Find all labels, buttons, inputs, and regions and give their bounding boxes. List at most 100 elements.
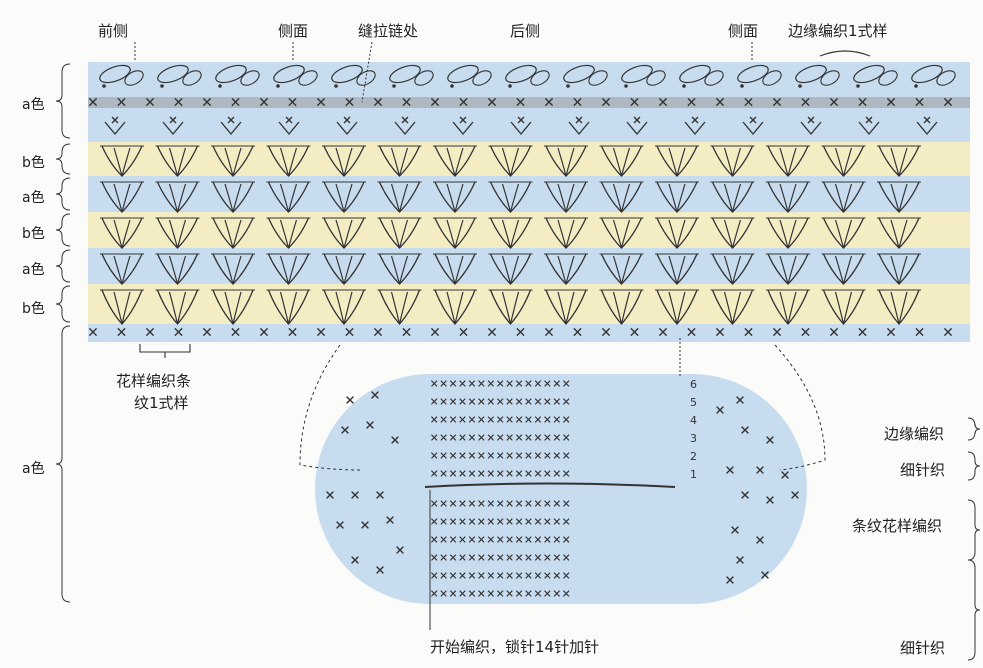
fan-stitch bbox=[454, 183, 464, 213]
fan-stitch bbox=[612, 183, 623, 213]
fan-stitch bbox=[454, 147, 464, 177]
dot-mark bbox=[218, 84, 222, 88]
sc-stitch bbox=[386, 516, 394, 524]
fan-stitch bbox=[446, 255, 456, 285]
shell-stitch bbox=[936, 70, 956, 86]
fan-stitch bbox=[767, 253, 809, 285]
fan-stitch bbox=[446, 219, 456, 249]
fan-stitch bbox=[842, 219, 853, 249]
v-stitch bbox=[800, 121, 822, 136]
fan-stitch bbox=[878, 217, 920, 249]
v-stitch bbox=[220, 121, 242, 136]
fan-stitch bbox=[335, 147, 345, 177]
sc-stitch bbox=[88, 97, 98, 107]
sc-stitch bbox=[459, 327, 468, 337]
sc-stitch bbox=[145, 327, 155, 337]
fan-stitch bbox=[723, 291, 734, 325]
sc-stitch bbox=[726, 466, 734, 474]
fan-stitch bbox=[509, 147, 520, 177]
label-fine-2: 细针织 bbox=[900, 639, 946, 657]
fan-stitch bbox=[890, 255, 900, 285]
fan-stitch bbox=[834, 219, 845, 249]
label-stripe: 条纹花样编织 bbox=[852, 517, 943, 535]
sc-stitch bbox=[736, 556, 744, 564]
sc-stitch bbox=[231, 97, 240, 107]
fan-stitch bbox=[834, 147, 845, 177]
sc-stitch bbox=[391, 436, 399, 444]
sc-stitch bbox=[202, 97, 212, 107]
sc-stitch bbox=[351, 491, 359, 499]
fan-stitch bbox=[212, 181, 254, 213]
sc-stitch bbox=[829, 327, 839, 337]
fan-stitch bbox=[323, 181, 365, 213]
fan-stitch bbox=[600, 253, 643, 285]
fan-stitch bbox=[121, 183, 131, 213]
fan-stitch bbox=[287, 219, 298, 249]
left-brace bbox=[55, 63, 71, 139]
guide-curve bbox=[299, 344, 361, 471]
base-row-b1: ××××××××××××××× bbox=[430, 496, 572, 512]
fan-stitch bbox=[723, 255, 734, 285]
fan-stitch bbox=[224, 147, 234, 177]
fan-stitch bbox=[113, 183, 123, 213]
fan-stitch bbox=[323, 217, 365, 249]
sc-stitch bbox=[630, 97, 639, 107]
fan-stitch bbox=[676, 219, 686, 249]
fan-stitch bbox=[676, 291, 686, 325]
fan-stitch bbox=[323, 289, 365, 325]
sc-stitch bbox=[761, 571, 769, 579]
sc-stitch bbox=[715, 327, 725, 337]
base-row-4: ××××××××××××××× bbox=[430, 412, 572, 428]
sc-stitch bbox=[316, 97, 326, 107]
fan-stitch bbox=[898, 219, 908, 249]
sc-stitch bbox=[601, 97, 611, 107]
shell-stitch bbox=[157, 64, 189, 84]
sc-stitch bbox=[633, 116, 641, 124]
base-row-b2: ××××××××××××××× bbox=[430, 514, 572, 530]
fan-stitch bbox=[767, 289, 809, 325]
fan-stitch bbox=[489, 289, 532, 325]
fan-stitch bbox=[834, 291, 845, 325]
fan-stitch bbox=[212, 145, 254, 177]
base-row-b4: ××××××××××××××× bbox=[430, 550, 572, 566]
sc-stitch bbox=[430, 327, 440, 337]
fan-stitch bbox=[731, 219, 742, 249]
fan-stitch bbox=[267, 289, 310, 325]
fan-stitch bbox=[557, 291, 567, 325]
sc-stitch bbox=[346, 396, 354, 404]
sc-stitch bbox=[766, 496, 774, 504]
fan-stitch bbox=[676, 183, 686, 213]
base-row-6: ××××××××××××××× bbox=[430, 376, 572, 392]
base-row-1: ××××××××××××××× bbox=[430, 466, 572, 482]
shell-stitch bbox=[447, 64, 479, 84]
fan-stitch bbox=[822, 289, 865, 325]
shell-stitch bbox=[240, 70, 260, 86]
shell-stitch bbox=[563, 64, 595, 84]
sc-stitch bbox=[772, 97, 782, 107]
sc-stitch bbox=[401, 116, 409, 124]
round-number-2: 2 bbox=[690, 450, 697, 463]
sc-stitch bbox=[575, 116, 583, 124]
fan-stitch bbox=[212, 217, 254, 249]
fan-stitch bbox=[267, 253, 310, 285]
fan-stitch bbox=[898, 255, 908, 285]
v-stitch bbox=[742, 121, 764, 136]
fan-stitch bbox=[434, 181, 476, 213]
fan-stitch bbox=[279, 183, 290, 213]
base-row-b6: ××××××××××××××× bbox=[430, 586, 572, 602]
label-zipper: 缝拉链处 bbox=[358, 22, 419, 40]
fan-stitch bbox=[434, 145, 476, 177]
right-brace bbox=[967, 451, 981, 481]
fan-stitch bbox=[723, 147, 734, 177]
fan-stitch bbox=[842, 183, 853, 213]
left-brace bbox=[55, 177, 71, 211]
fan-stitch bbox=[779, 255, 789, 285]
fan-stitch bbox=[121, 255, 131, 285]
shell-stitch bbox=[737, 64, 769, 84]
sc-stitch bbox=[259, 327, 269, 337]
sc-stitch bbox=[231, 327, 240, 337]
sc-stitch bbox=[376, 491, 384, 499]
fan-stitch bbox=[822, 217, 865, 249]
fan-stitch bbox=[898, 291, 908, 325]
fan-stitch bbox=[767, 181, 809, 213]
